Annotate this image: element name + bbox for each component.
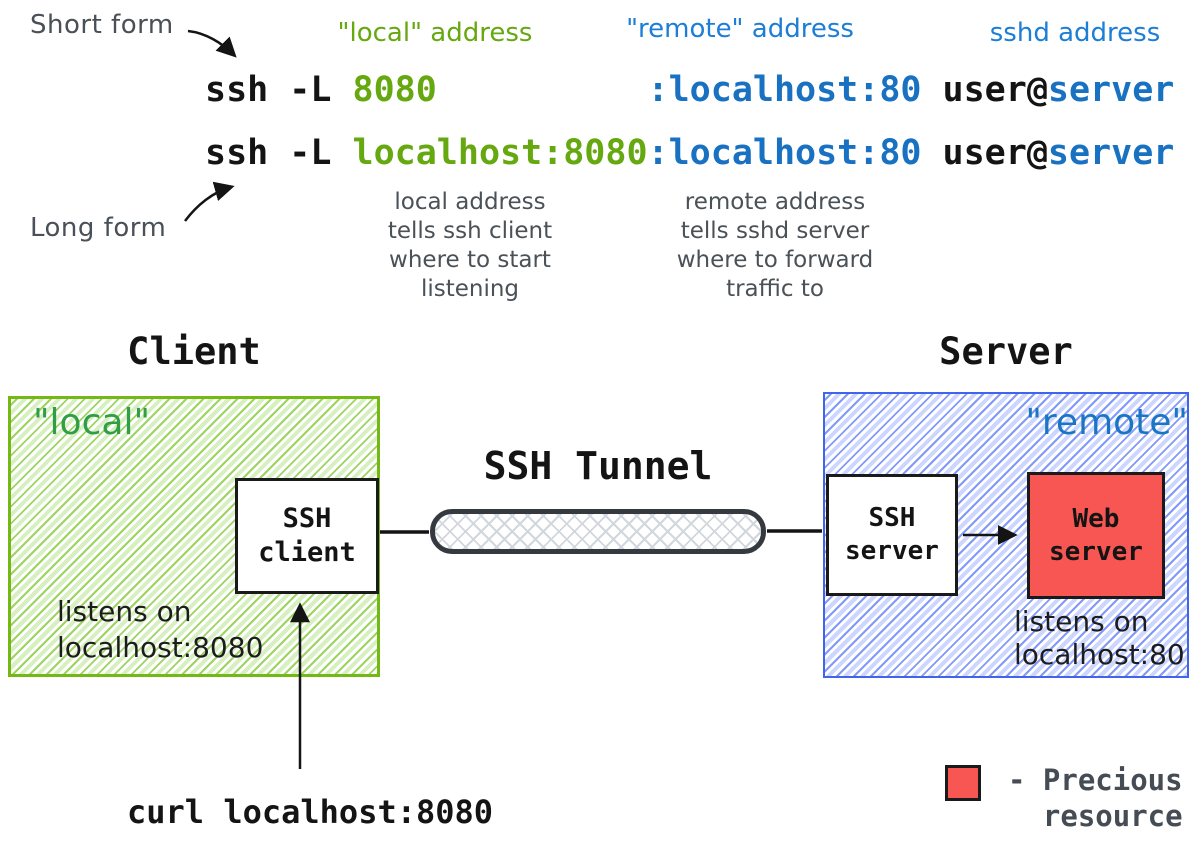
annotation-local-address: local address tells ssh client where to … bbox=[387, 189, 553, 302]
long-form-label: Long form bbox=[30, 213, 167, 243]
long-form-arrow-icon bbox=[184, 181, 235, 222]
cmd-short-gap bbox=[437, 70, 648, 110]
cmd-short-prefix: ssh -L bbox=[205, 70, 353, 110]
cmd-long-remote-address: :localhost:80 bbox=[647, 133, 922, 173]
short-form-arrow-icon bbox=[187, 29, 237, 58]
ssh-client-box: SSH client bbox=[235, 478, 379, 594]
cmd-long-local-address: localhost:8080 bbox=[352, 133, 648, 173]
cmd-long-prefix: ssh -L bbox=[205, 133, 353, 173]
web-server-box: Web server bbox=[1027, 472, 1165, 599]
zone-label-local: "local" bbox=[33, 402, 150, 443]
legend-precious-resource-label: - Precious resource bbox=[1008, 763, 1183, 833]
client-title: Client bbox=[127, 330, 261, 373]
ssh-tunnel-label: SSH Tunnel bbox=[483, 444, 713, 488]
cmd-short-sshd-host: server bbox=[1047, 70, 1175, 110]
cmd-short-local-address: 8080 bbox=[352, 70, 437, 110]
ssh-server-box: SSH server bbox=[826, 474, 958, 596]
cmd-short-user: user@ bbox=[921, 70, 1048, 110]
server-title: Server bbox=[939, 330, 1073, 373]
annotation-remote-address: remote address tells sshd server where t… bbox=[676, 189, 874, 302]
cmd-long-user: user@ bbox=[921, 133, 1048, 173]
ssh-tunnel-pipe bbox=[430, 509, 766, 554]
short-form-label: Short form bbox=[30, 10, 174, 40]
column-label-sshd-address: sshd address bbox=[989, 18, 1161, 48]
server-listen-note: listens on localhost:80 bbox=[1014, 605, 1185, 671]
cmd-short-remote-address: :localhost:80 bbox=[647, 70, 922, 110]
ssh-command-short-form: ssh -L 8080 :localhost:80 user@server bbox=[205, 68, 1174, 112]
legend-precious-resource-swatch bbox=[945, 765, 981, 801]
column-label-local-address: "local" address bbox=[337, 18, 533, 48]
column-label-remote-address: "remote" address bbox=[626, 14, 854, 44]
client-listen-note: listens on localhost:8080 bbox=[57, 595, 264, 664]
ssh-command-long-form: ssh -L localhost:8080:localhost:80 user@… bbox=[205, 131, 1174, 175]
zone-label-remote: "remote" bbox=[1025, 402, 1188, 443]
curl-command: curl localhost:8080 bbox=[127, 793, 494, 831]
cmd-long-sshd-host: server bbox=[1047, 133, 1175, 173]
